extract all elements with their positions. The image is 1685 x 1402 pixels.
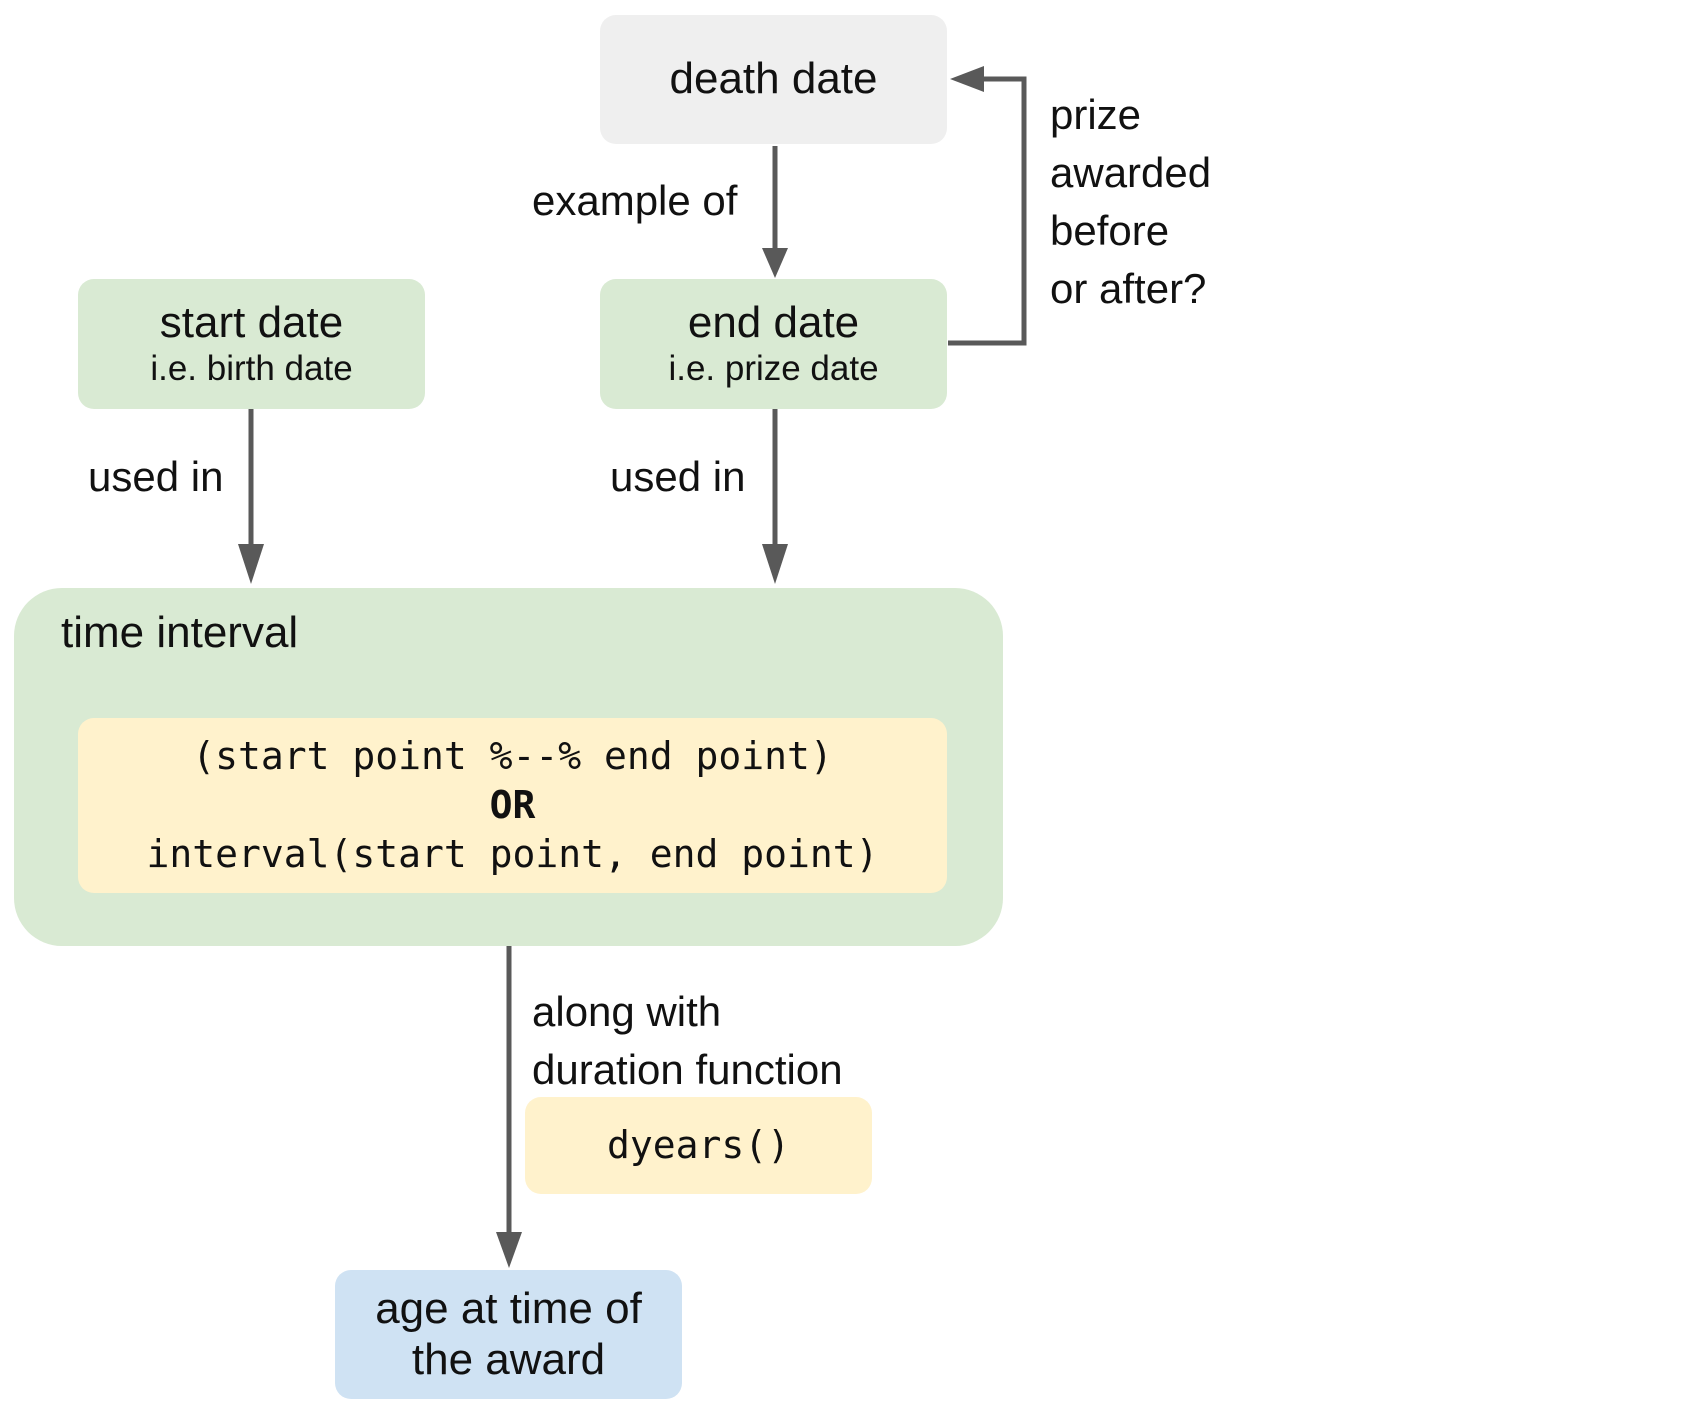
node-time-interval-title: time interval [61, 608, 299, 657]
arrowhead-end-to-interval [762, 544, 788, 584]
edge-label-used-in-start: used in [88, 453, 224, 500]
node-end-date-title: end date [687, 297, 860, 347]
interval-code-line1: (start point %--% end point) [192, 734, 833, 778]
prize-question-line4: or after? [1050, 265, 1207, 312]
node-death-date-title: death date [669, 54, 878, 104]
interval-code-or: OR [489, 783, 536, 827]
arrowhead-interval-to-age [496, 1232, 522, 1268]
prize-question-line3: before [1050, 207, 1170, 254]
node-start-date-subtitle: i.e. birth date [150, 349, 353, 389]
prize-question-line2: awarded [1050, 149, 1212, 196]
duration-line2: duration function [532, 1046, 843, 1093]
node-end-date-subtitle: i.e. prize date [668, 349, 879, 389]
edge-label-duration: along with duration function [532, 983, 843, 1099]
node-age-line2: the award [411, 1334, 606, 1384]
node-death-date: death date [600, 15, 947, 144]
node-dyears: dyears() [525, 1097, 872, 1194]
node-age-line1: age at time of [375, 1283, 642, 1333]
edge-label-example-of: example of [532, 177, 738, 224]
arrowhead-death-to-end [762, 248, 788, 278]
interval-code-line2: interval(start point, end point) [146, 832, 879, 876]
node-start-date-title: start date [159, 297, 344, 347]
node-age: age at time of the award [335, 1270, 682, 1399]
prize-question-line1: prize [1050, 91, 1142, 138]
duration-line1: along with [532, 988, 722, 1035]
arrowhead-end-to-death [950, 66, 984, 92]
interval-code-box: (start point %--% end point) OR interval… [78, 718, 947, 893]
edge-label-prize-question: prize awarded before or after? [1050, 86, 1211, 318]
arrowhead-start-to-interval [238, 544, 264, 584]
edge-label-used-in-end: used in [610, 453, 746, 500]
arrow-end-to-death [948, 76, 1027, 346]
node-dyears-code: dyears() [606, 1123, 791, 1167]
node-end-date: end date i.e. prize date [600, 279, 947, 409]
node-start-date: start date i.e. birth date [78, 279, 425, 409]
node-time-interval: time interval (start point %--% end poin… [14, 588, 1003, 946]
